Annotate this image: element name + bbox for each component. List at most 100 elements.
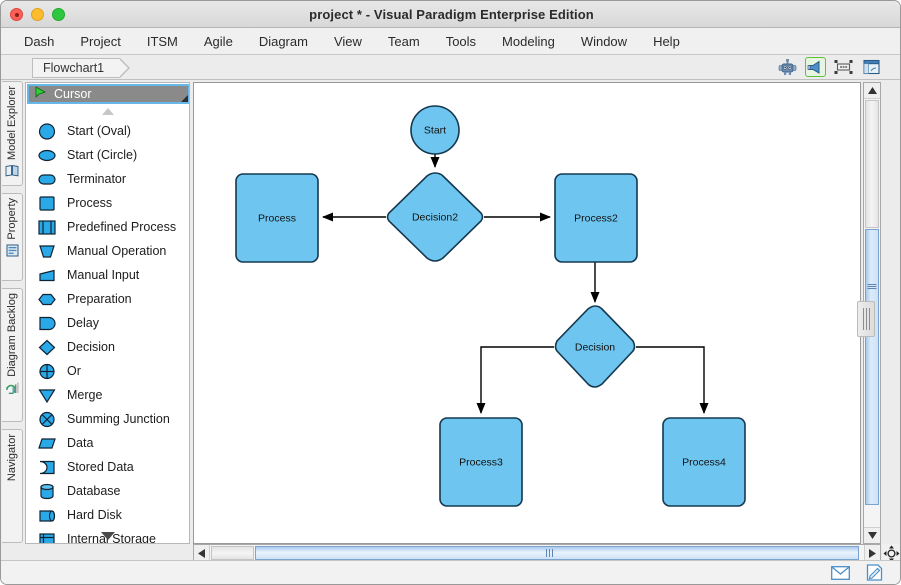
menu-tools[interactable]: Tools bbox=[445, 33, 477, 49]
diagram-canvas[interactable]: Start Process Decision2 Process2 Decisio… bbox=[193, 82, 861, 544]
palette-item-label: Merge bbox=[67, 388, 103, 402]
palette-item-label: Database bbox=[67, 484, 121, 498]
vertical-scroll-thumb[interactable] bbox=[865, 229, 879, 505]
message-envelope-icon[interactable] bbox=[830, 564, 850, 582]
palette-item-process[interactable]: Process bbox=[26, 191, 189, 215]
palette-scroll-down-icon[interactable] bbox=[100, 532, 115, 540]
palette-item-label: Decision bbox=[67, 340, 115, 354]
close-button[interactable] bbox=[10, 7, 23, 21]
horizontal-thumb-grip bbox=[546, 549, 553, 557]
palette-item-decision[interactable]: Decision bbox=[26, 335, 189, 359]
property-icon bbox=[6, 244, 19, 262]
minimize-button[interactable] bbox=[31, 7, 44, 21]
horizontal-scroll-thumb[interactable] bbox=[255, 546, 859, 560]
sidebar-tab-model-explorer[interactable]: Model Explorer bbox=[2, 81, 23, 186]
node-process4[interactable]: Process4 bbox=[662, 417, 746, 507]
circle-x-shape-icon bbox=[36, 410, 58, 428]
palette-item-manual-operation[interactable]: Manual Operation bbox=[26, 239, 189, 263]
scroll-right-arrow-icon[interactable] bbox=[864, 545, 880, 561]
palette-item-merge[interactable]: Merge bbox=[26, 383, 189, 407]
scroll-left-arrow-icon[interactable] bbox=[194, 545, 210, 561]
palette-item-delay[interactable]: Delay bbox=[26, 311, 189, 335]
tab-flowchart1[interactable]: Flowchart1 bbox=[32, 58, 131, 78]
palette-item-label: Start (Oval) bbox=[67, 124, 131, 138]
menu-agile[interactable]: Agile bbox=[203, 33, 233, 49]
menu-itsm[interactable]: ITSM bbox=[146, 33, 178, 49]
menu-team[interactable]: Team bbox=[387, 33, 420, 49]
palette-item-label: Stored Data bbox=[67, 460, 134, 474]
palette-item-summing-junction[interactable]: Summing Junction bbox=[26, 407, 189, 431]
move-resize-icon[interactable] bbox=[882, 544, 900, 563]
diagram-backlog-icon bbox=[5, 381, 19, 399]
sidebar-tab-label: Diagram Backlog bbox=[6, 293, 18, 377]
node-start[interactable]: Start bbox=[410, 105, 460, 155]
flowchart-svg: Start Process Decision2 Process2 Decisio… bbox=[235, 105, 746, 507]
circle-shape-icon bbox=[36, 122, 58, 140]
palette-item-manual-input[interactable]: Manual Input bbox=[26, 263, 189, 287]
sidebar-tab-property[interactable]: Property bbox=[2, 193, 23, 281]
palette-scroll-up-icon[interactable] bbox=[101, 108, 114, 115]
horizontal-scroll-track-left[interactable] bbox=[211, 546, 254, 560]
palette-item-database[interactable]: Database bbox=[26, 479, 189, 503]
menu-modeling[interactable]: Modeling bbox=[502, 33, 555, 49]
palette-item-label: Delay bbox=[67, 316, 99, 330]
side-tab-rail: Model Explorer Property Diagram Backlo bbox=[2, 81, 23, 543]
diamond-shape-icon bbox=[36, 338, 58, 356]
title-bar: project * - Visual Paradigm Enterprise E… bbox=[1, 1, 900, 28]
delay-shape-icon bbox=[36, 314, 58, 332]
diagram-tab-strip: Flowchart1 bbox=[1, 55, 900, 80]
robot-assistant-icon[interactable] bbox=[777, 57, 798, 77]
sidebar-tab-navigator[interactable]: Navigator bbox=[2, 429, 23, 543]
sidebar-tab-diagram-backlog[interactable]: Diagram Backlog bbox=[2, 288, 23, 422]
palette-item-stored-data[interactable]: Stored Data bbox=[26, 455, 189, 479]
zoom-button[interactable] bbox=[52, 7, 65, 21]
megaphone-announcement-icon[interactable] bbox=[805, 57, 826, 77]
node-decision2[interactable]: Decision2 bbox=[386, 172, 484, 262]
note-edit-icon[interactable] bbox=[864, 564, 884, 582]
palette-item-data[interactable]: Data bbox=[26, 431, 189, 455]
palette-item-start-circle[interactable]: Start (Circle) bbox=[26, 143, 189, 167]
palette-item-label: Preparation bbox=[67, 292, 132, 306]
node-label: Process2 bbox=[574, 213, 618, 225]
stadium-shape-icon bbox=[36, 170, 58, 188]
node-label: Process3 bbox=[459, 457, 503, 469]
sidebar-tab-label: Model Explorer bbox=[6, 86, 18, 160]
vertical-scroll-track-upper[interactable] bbox=[865, 100, 879, 228]
tab-label: Flowchart1 bbox=[43, 61, 105, 75]
palette-item-label: Cursor bbox=[54, 87, 92, 101]
menu-window[interactable]: Window bbox=[580, 33, 628, 49]
palette-item-start-oval[interactable]: Start (Oval) bbox=[26, 119, 189, 143]
stored-data-shape-icon bbox=[36, 458, 58, 476]
node-process3[interactable]: Process3 bbox=[439, 417, 523, 507]
scroll-up-arrow-icon[interactable] bbox=[864, 83, 880, 99]
rectangle-shape-icon bbox=[36, 194, 58, 212]
parallelogram-shape-icon bbox=[36, 434, 58, 452]
edge-decision-to-process3[interactable] bbox=[476, 346, 554, 414]
scroll-down-arrow-icon[interactable] bbox=[864, 527, 880, 543]
fit-to-window-icon[interactable] bbox=[833, 57, 854, 77]
node-label: Start bbox=[424, 125, 446, 137]
palette-item-or[interactable]: Or bbox=[26, 359, 189, 383]
node-process[interactable]: Process bbox=[235, 173, 319, 263]
pane-splitter-handle[interactable] bbox=[857, 301, 875, 337]
menu-bar: Dash Project ITSM Agile Diagram View Tea… bbox=[1, 28, 900, 55]
menu-project[interactable]: Project bbox=[80, 33, 121, 49]
menu-help[interactable]: Help bbox=[653, 33, 680, 49]
menu-view[interactable]: View bbox=[333, 33, 362, 49]
edge-decision-to-process4[interactable] bbox=[636, 346, 709, 414]
triangle-down-shape-icon bbox=[36, 386, 58, 404]
sidebar-tab-label: Property bbox=[6, 198, 18, 240]
menu-dash[interactable]: Dash bbox=[24, 33, 55, 49]
circle-cross-shape-icon bbox=[36, 362, 58, 380]
palette-item-hard-disk[interactable]: Hard Disk bbox=[26, 503, 189, 527]
palette-item-preparation[interactable]: Preparation bbox=[26, 287, 189, 311]
palette-item-terminator[interactable]: Terminator bbox=[26, 167, 189, 191]
show-panes-icon[interactable] bbox=[861, 57, 882, 77]
node-decision[interactable]: Decision bbox=[554, 305, 636, 388]
palette-item-cursor[interactable]: Cursor bbox=[27, 84, 189, 104]
palette-item-label: Summing Junction bbox=[67, 412, 170, 426]
palette-item-predefined-process[interactable]: Predefined Process bbox=[26, 215, 189, 239]
menu-diagram[interactable]: Diagram bbox=[258, 33, 308, 49]
node-process2[interactable]: Process2 bbox=[554, 173, 638, 263]
